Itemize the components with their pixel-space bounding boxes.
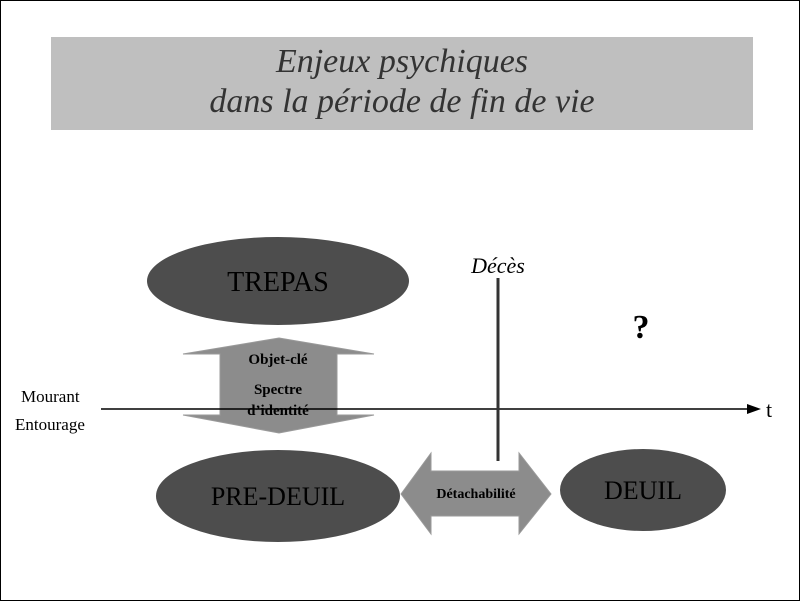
deces-label: Décès [470, 253, 525, 278]
mourant-label: Mourant [21, 387, 80, 406]
trepas-label: TREPAS [227, 267, 329, 298]
pre-deuil-label: PRE-DEUIL [211, 482, 345, 511]
spectre-label: Spectre [254, 382, 302, 398]
title-line-2: dans la période de fin de vie [209, 83, 595, 120]
deuil-label: DEUIL [604, 476, 682, 505]
question-mark: ? [633, 309, 650, 346]
trepas-ellipse [147, 237, 409, 325]
time-axis-label: t [766, 397, 772, 422]
objet-cle-label: Objet-clé [248, 352, 307, 368]
detachabilite-label: Détachabilité [436, 487, 515, 502]
identite-label: d’identité [247, 403, 309, 419]
title-banner: Enjeux psychiques dans la période de fin… [51, 37, 753, 130]
time-axis-arrowhead [747, 404, 761, 414]
entourage-label: Entourage [15, 415, 85, 434]
title-line-1: Enjeux psychiques [275, 43, 529, 80]
deuil-ellipse [560, 449, 726, 531]
pre-deuil-ellipse [156, 450, 400, 542]
horizontal-double-arrow [400, 451, 552, 536]
